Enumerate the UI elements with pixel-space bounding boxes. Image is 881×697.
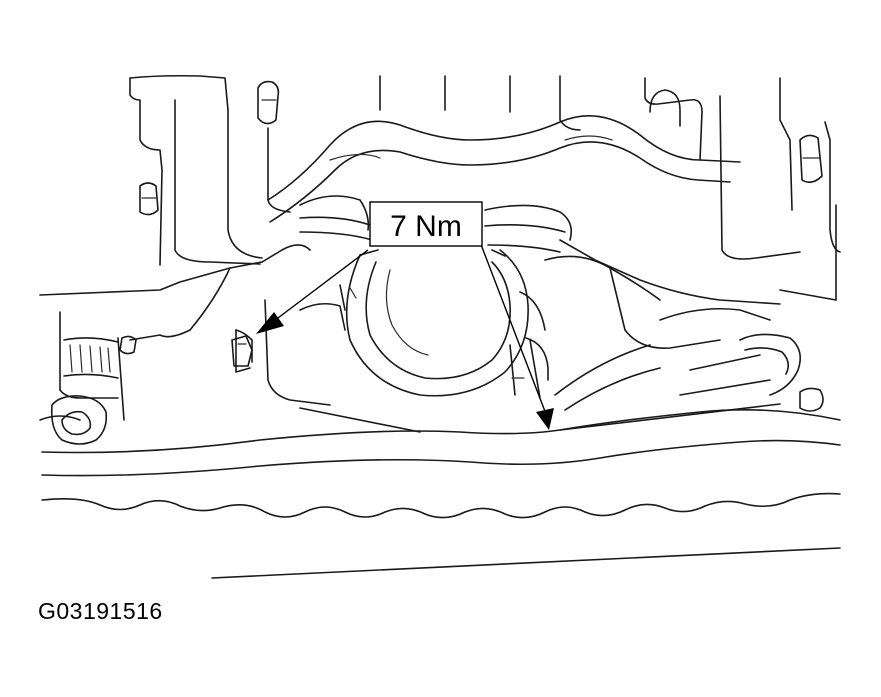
arrowhead-left: [256, 312, 284, 334]
torque-callout: 7 Nm: [369, 201, 483, 247]
leader-line-right: [479, 241, 554, 430]
figure-id-label: G03191516: [38, 598, 163, 624]
spring-assembly: [299, 195, 573, 397]
leader-line-left: [256, 249, 369, 334]
left-fastener: [231, 335, 253, 367]
frame-rail: [39, 387, 841, 579]
engine-upper-outline: [129, 74, 841, 301]
arrowhead-right: [536, 408, 554, 430]
torque-label: 7 Nm: [390, 210, 462, 243]
frame-midsection: [39, 239, 837, 421]
crossover-tube: [267, 115, 741, 223]
callout-box: [369, 201, 483, 247]
